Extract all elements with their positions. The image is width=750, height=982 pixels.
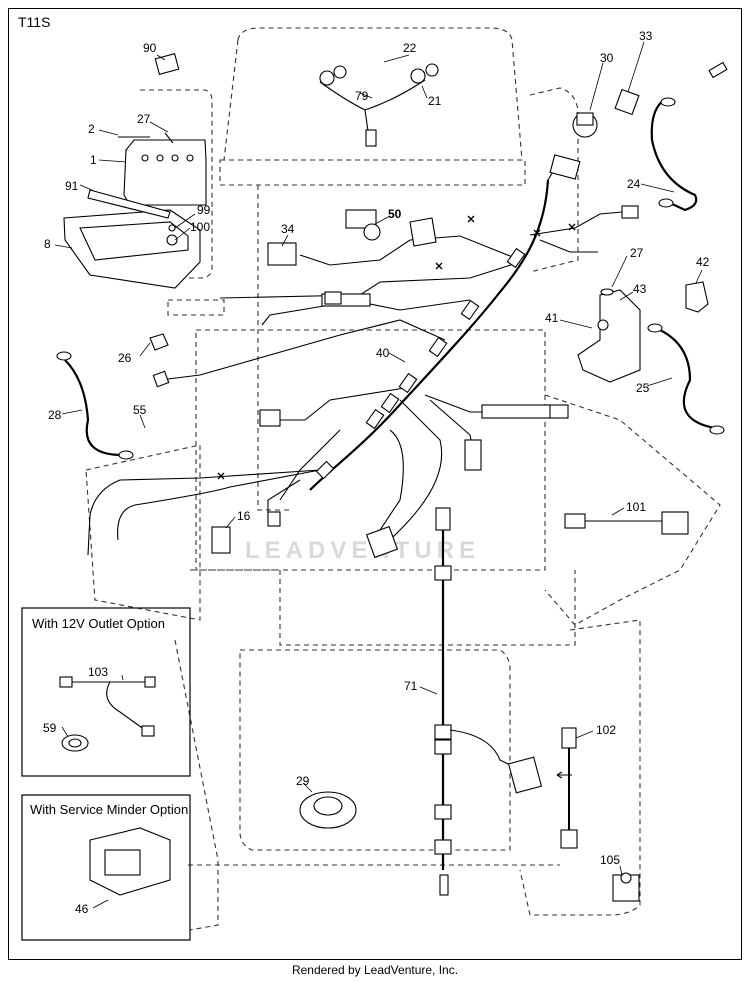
components bbox=[149, 88, 709, 902]
callout-27a: 27 bbox=[137, 112, 151, 126]
callout-26: 26 bbox=[118, 351, 132, 365]
harness-clips bbox=[315, 247, 569, 480]
diagram-code: T11S bbox=[18, 14, 51, 30]
callout-34: 34 bbox=[281, 222, 295, 236]
callout-leaders bbox=[54, 41, 703, 909]
callout-71: 71 bbox=[404, 679, 418, 693]
outlet-option-box bbox=[21, 607, 191, 777]
splice-marks bbox=[217, 215, 576, 480]
callout-21: 21 bbox=[428, 94, 442, 108]
callout-101: 101 bbox=[626, 500, 646, 514]
callout-33: 33 bbox=[639, 29, 653, 43]
service-minder-option-box bbox=[21, 794, 191, 941]
body-outline bbox=[85, 27, 721, 931]
callout-102: 102 bbox=[596, 723, 616, 737]
watermark-text: LEADVENTURE bbox=[245, 537, 481, 564]
callout-90: 90 bbox=[143, 41, 157, 55]
footer-credit: Rendered by LeadVenture, Inc. bbox=[291, 963, 459, 977]
callout-79: 79 bbox=[355, 89, 369, 103]
callout-50: 50 bbox=[388, 207, 402, 221]
cables bbox=[64, 99, 716, 457]
callout-91: 91 bbox=[65, 179, 79, 193]
callout-103: 103 bbox=[88, 665, 108, 679]
callout-22: 22 bbox=[403, 41, 417, 55]
diagram-frame bbox=[8, 8, 742, 960]
callout-43: 43 bbox=[633, 282, 647, 296]
main-harness-40 bbox=[87, 159, 623, 556]
service-minder-part bbox=[89, 827, 171, 896]
callout-105: 105 bbox=[600, 853, 620, 867]
callout-30: 30 bbox=[600, 51, 614, 65]
headlight-assembly bbox=[319, 63, 439, 147]
callout-100: 100 bbox=[190, 220, 210, 234]
callout-40: 40 bbox=[376, 346, 390, 360]
callout-99: 99 bbox=[197, 203, 211, 217]
harness-71 bbox=[434, 507, 543, 896]
cable-terminals bbox=[56, 61, 728, 460]
callout-46: 46 bbox=[75, 902, 89, 916]
callout-28: 28 bbox=[48, 408, 62, 422]
callout-59: 59 bbox=[43, 721, 57, 735]
callout-16: 16 bbox=[237, 509, 251, 523]
callout-labels: 90 22 79 21 30 33 2 27 1 91 99 100 8 34 … bbox=[43, 29, 710, 916]
harness-102 bbox=[556, 727, 578, 849]
outlet-option-parts bbox=[59, 676, 156, 752]
callout-2: 2 bbox=[88, 122, 95, 136]
callout-42: 42 bbox=[696, 255, 710, 269]
callout-25: 25 bbox=[636, 381, 650, 395]
callout-27b: 27 bbox=[630, 246, 644, 260]
battery-assembly bbox=[63, 53, 207, 289]
callout-41: 41 bbox=[545, 311, 559, 325]
callout-55: 55 bbox=[133, 403, 147, 417]
outlet-option-title: With 12V Outlet Option bbox=[32, 616, 165, 631]
callout-29: 29 bbox=[296, 774, 310, 788]
callout-8: 8 bbox=[44, 237, 51, 251]
service-minder-option-title: With Service Minder Option bbox=[30, 802, 189, 817]
callout-24: 24 bbox=[627, 177, 641, 191]
callout-1: 1 bbox=[90, 153, 97, 167]
